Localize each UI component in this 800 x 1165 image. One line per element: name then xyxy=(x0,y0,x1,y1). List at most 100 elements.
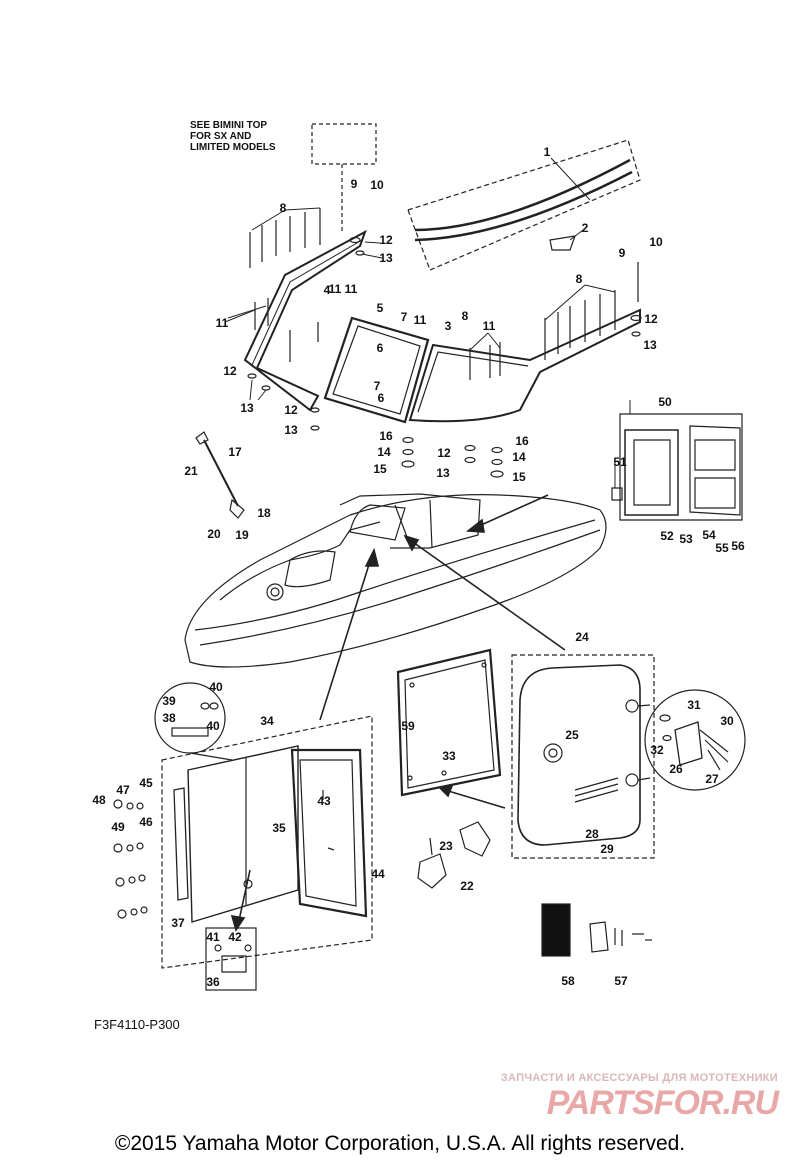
door-frame-35 xyxy=(290,748,368,918)
callout-26: 26 xyxy=(669,762,683,776)
callout-32: 32 xyxy=(650,743,664,757)
callout-36: 36 xyxy=(206,975,220,989)
callout-14: 14 xyxy=(512,450,526,464)
note-line: SEE BIMINI TOP xyxy=(190,120,268,131)
callout-34: 34 xyxy=(260,714,274,728)
callout-25: 25 xyxy=(565,728,579,742)
callout-6: 6 xyxy=(378,391,385,405)
callout-40: 40 xyxy=(206,719,220,733)
callout-57: 57 xyxy=(614,974,628,988)
callout-30: 30 xyxy=(720,714,734,728)
locker-lid-24 xyxy=(517,664,641,846)
callout-12: 12 xyxy=(644,312,658,326)
callout-52: 52 xyxy=(660,529,674,543)
callout-39: 39 xyxy=(162,694,176,708)
callout-41: 41 xyxy=(206,930,220,944)
callout-8: 8 xyxy=(576,272,583,286)
pointer-arrows xyxy=(230,494,566,932)
right-windshield-frame xyxy=(408,308,641,423)
callout-59: 59 xyxy=(401,719,415,733)
locker-box-24 xyxy=(511,654,655,859)
callout-18: 18 xyxy=(257,506,271,520)
callout-49: 49 xyxy=(111,820,125,834)
callout-7: 7 xyxy=(374,379,381,393)
copyright-notice: ©2015 Yamaha Motor Corporation, U.S.A. A… xyxy=(114,1132,686,1155)
bracket-22a xyxy=(459,821,491,857)
callout-13: 13 xyxy=(643,338,657,352)
callout-11: 11 xyxy=(483,319,496,333)
storage-box-50 xyxy=(619,413,743,521)
callout-46: 46 xyxy=(139,815,153,829)
callout-24: 24 xyxy=(575,630,589,644)
callout-13: 13 xyxy=(240,401,254,415)
callout-3: 3 xyxy=(445,319,452,333)
callout-42: 42 xyxy=(228,930,242,944)
clip-2 xyxy=(549,235,576,251)
callout-54: 54 xyxy=(702,528,716,542)
callout-16: 16 xyxy=(515,434,529,448)
callout-8: 8 xyxy=(280,201,287,215)
callout-21: 21 xyxy=(184,464,198,478)
kit-57 xyxy=(589,921,652,953)
screw-group-left xyxy=(249,208,321,362)
callout-16: 16 xyxy=(379,429,393,443)
callout-31: 31 xyxy=(687,698,701,712)
callout-12: 12 xyxy=(437,446,451,460)
callout-51: 51 xyxy=(613,455,627,469)
callout-13: 13 xyxy=(379,251,393,265)
callout-11: 11 xyxy=(329,282,342,296)
diagram-code: F3F4110-P300 xyxy=(94,1017,180,1032)
callout-13: 13 xyxy=(436,466,450,480)
callout-53: 53 xyxy=(679,532,693,546)
callout-9: 9 xyxy=(351,177,358,191)
callout-55: 55 xyxy=(715,541,729,555)
callout-6: 6 xyxy=(377,341,384,355)
screw-group-right xyxy=(469,262,639,380)
bimini-box xyxy=(311,123,377,165)
callout-23: 23 xyxy=(439,839,453,853)
callout-4: 4 xyxy=(324,283,331,297)
strip-37 xyxy=(173,787,189,901)
watermark-logo: PARTSFOR.RU xyxy=(546,1084,779,1122)
callout-37: 37 xyxy=(171,916,185,930)
callout-11: 11 xyxy=(345,282,358,296)
callout-10: 10 xyxy=(370,178,384,192)
callout-8: 8 xyxy=(462,309,469,323)
dashed-box-1 xyxy=(407,139,641,271)
bracket-22b xyxy=(417,853,447,889)
callout-15: 15 xyxy=(373,462,387,476)
callout-19: 19 xyxy=(235,528,249,542)
callout-11: 11 xyxy=(216,316,229,330)
callout-48: 48 xyxy=(92,793,106,807)
callout-38: 38 xyxy=(162,711,176,725)
boat-illustration xyxy=(184,493,607,668)
callout-47: 47 xyxy=(116,783,130,797)
callout-12: 12 xyxy=(284,403,298,417)
callout-40: 40 xyxy=(209,680,223,694)
callout-13: 13 xyxy=(284,423,298,437)
callout-22: 22 xyxy=(460,879,474,893)
callout-43: 43 xyxy=(317,794,331,808)
callout-50: 50 xyxy=(658,395,672,409)
callout-2: 2 xyxy=(582,221,589,235)
callout-44: 44 xyxy=(371,867,385,881)
callout-58: 58 xyxy=(561,974,575,988)
callout-27: 27 xyxy=(705,772,719,786)
trim-1 xyxy=(414,158,631,232)
callout-33: 33 xyxy=(442,749,456,763)
tape-58 xyxy=(541,903,571,957)
latch-detail-box-36 xyxy=(205,927,257,991)
callout-35: 35 xyxy=(272,821,286,835)
callout-1: 1 xyxy=(544,145,551,159)
callout-14: 14 xyxy=(377,445,391,459)
callout-56: 56 xyxy=(731,539,745,553)
callout-5: 5 xyxy=(377,301,384,315)
note-line: LIMITED MODELS xyxy=(190,142,276,153)
washers xyxy=(247,236,642,478)
callout-17: 17 xyxy=(228,445,242,459)
center-windshield-frame xyxy=(323,316,430,424)
note-line: FOR SX AND xyxy=(190,131,252,142)
callout-12: 12 xyxy=(223,364,237,378)
door-panel xyxy=(187,745,299,923)
